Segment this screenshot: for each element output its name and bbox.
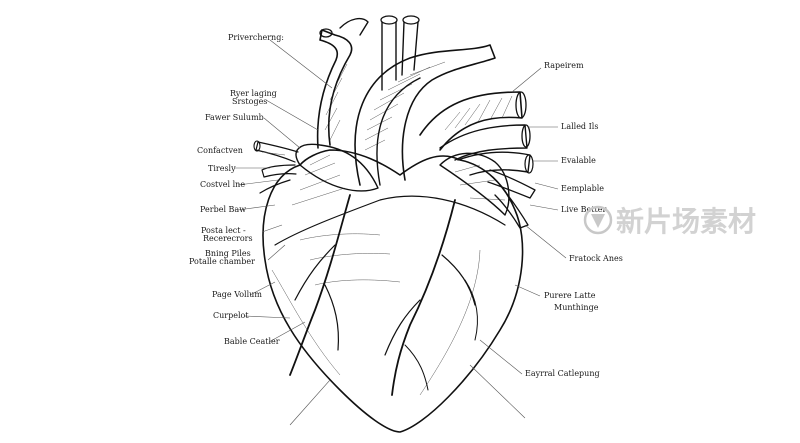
- label-l4: Confactven: [197, 146, 243, 155]
- label-l6: Costvel lne: [200, 180, 245, 189]
- labels-left: Privercherng: Ryer laging Srstoges Fawer…: [189, 33, 284, 346]
- label-l11: Curpelot: [213, 311, 249, 320]
- label-r5: Live Better: [561, 205, 606, 214]
- vessel-opening-3: [319, 28, 333, 38]
- label-l1: Privercherng:: [228, 33, 284, 42]
- label-l2-line1: Ryer laging: [230, 89, 277, 98]
- label-l7: Perbel Baw: [200, 205, 246, 214]
- labels-right: Rapeirem Lalled Ils Evalable Eemplable L…: [525, 61, 623, 378]
- label-r7-line1: Purere Latte: [544, 291, 596, 300]
- heart-drawing: [253, 15, 536, 433]
- pulmonary-vein-1: [487, 169, 536, 199]
- label-r6: Fratock Anes: [569, 254, 623, 263]
- label-l10: Page Vollum: [212, 290, 262, 299]
- watermark: 新片场素材: [583, 205, 756, 238]
- aorta-outline: [354, 44, 496, 186]
- vessel-opening-1: [380, 15, 398, 25]
- pulmonary-artery-outline: [419, 91, 523, 151]
- right-atrium-outline: [439, 152, 510, 216]
- watermark-logo-mark: [591, 214, 605, 228]
- label-l8-line2: Recerecrors: [203, 234, 253, 243]
- heart-ventricle-outline: [262, 149, 524, 433]
- septum-line: [274, 195, 506, 246]
- label-r7-line2: Munthinge: [554, 303, 599, 312]
- watermark-logo-icon: [583, 205, 613, 235]
- vessel-opening-6: [524, 154, 534, 174]
- aorta-inner: [376, 77, 421, 186]
- vessel-opening-4: [515, 91, 527, 119]
- label-l3: Fawer Sulumb: [205, 113, 264, 122]
- label-l2-line2: Srstoges: [232, 97, 267, 106]
- left-atrium-outline: [295, 143, 379, 192]
- pulmonary-branch-1: [439, 124, 528, 161]
- label-r4: Eemplable: [561, 184, 604, 193]
- label-r2: Lalled Ils: [561, 122, 598, 131]
- label-l9-line2: Potalle chamber: [189, 257, 255, 266]
- label-l12: Bable Ceatler: [224, 337, 280, 346]
- vena-cava-top: [339, 17, 369, 36]
- brachiocephalic-vessel: [381, 21, 397, 91]
- carotid-vessel: [401, 21, 419, 76]
- vessel-opening-7: [253, 140, 261, 152]
- label-r8: Eayrral Catlepung: [525, 369, 600, 378]
- label-r3: Evalable: [561, 156, 596, 165]
- label-l9-line1: Bning Piles: [205, 249, 251, 258]
- left-vessel-3: [259, 179, 291, 194]
- leader-lines: [234, 39, 567, 426]
- label-l8-line1: Posta lect -: [201, 226, 246, 235]
- vessel-opening-2: [402, 15, 420, 25]
- left-vessel-2: [261, 164, 297, 178]
- label-l5: Tiresly: [208, 164, 236, 173]
- vessel-opening-5: [521, 124, 531, 148]
- coronary-veins: [289, 194, 479, 396]
- label-r1: Rapeirem: [544, 61, 584, 70]
- left-vessel-1: [255, 141, 299, 163]
- pulmonary-vein-2: [494, 184, 529, 229]
- watermark-text: 新片场素材: [616, 205, 756, 238]
